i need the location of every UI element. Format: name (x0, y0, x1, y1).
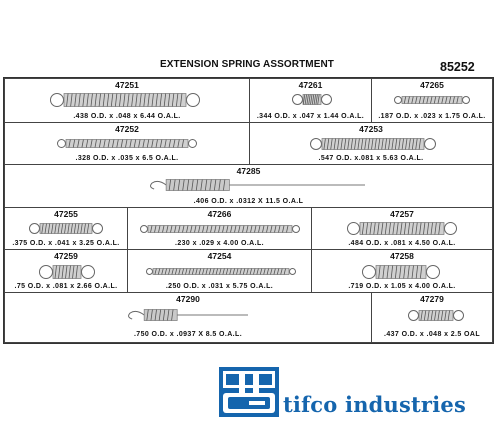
spring-spec: .230 x .029 x 4.00 O.A.L. (175, 240, 264, 247)
spring-cell: 47255 .375 O.D. x .041 x 3.25 O.A.L. (4, 207, 128, 250)
spring-spec: .344 O.D. x .047 x 1.44 O.A.L. (256, 113, 365, 120)
spring-cell: 47251 .438 O.D. x .048 x 6.44 O.A.L. (4, 78, 250, 123)
page-title: EXTENSION SPRING ASSORTMENT (160, 59, 335, 70)
spring-cell: 47252 .328 O.D. x .035 x 6.5 O.A.L. (4, 122, 250, 165)
spring-spec: .547 O.D. x.081 x 5.63 O.A.L. (318, 155, 424, 162)
spring-code: 47254 (207, 251, 232, 261)
spring-cell: 47290 .750 O.D. x .0937 X 8.5 O.A.L. (4, 292, 372, 343)
spring-code: 47266 (207, 209, 232, 219)
spring-cell: 47253 .547 O.D. x.081 x 5.63 O.A.L. (249, 122, 493, 165)
spring-code: 47258 (390, 251, 414, 261)
spring-image (150, 179, 365, 191)
spring-spec: .484 O.D. x .081 x 4.50 O.A.L. (348, 240, 456, 247)
spring-code: 47279 (420, 294, 444, 304)
spring-code: 47252 (115, 124, 139, 134)
spring-spec: .75 O.D. x .081 x 2.66 O.A.L. (14, 283, 118, 290)
spring-cell: 47265 .187 O.D. x .023 x 1.75 O.A.L. (371, 78, 493, 123)
spring-cell: 47259 .75 O.D. x .081 x 2.66 O.A.L. (4, 249, 128, 293)
spring-spec: .328 O.D. x .035 x 6.5 O.A.L. (75, 155, 179, 162)
spring-spec: .750 O.D. x .0937 X 8.5 O.A.L. (133, 331, 243, 338)
spring-image (362, 265, 440, 279)
spring-image (394, 96, 470, 104)
spring-cell: 47258 .719 O.D. x 1.05 x 4.00 O.A.L. (311, 249, 493, 293)
spring-spec: .719 O.D. x 1.05 x 4.00 O.A.L. (348, 283, 456, 290)
spring-image (146, 268, 296, 275)
spring-image (128, 309, 248, 321)
spring-cell: 47266 .230 x .029 x 4.00 O.A.L. (127, 207, 312, 250)
spring-image (140, 225, 300, 233)
spring-code: 47261 (298, 80, 323, 90)
spring-image (347, 222, 457, 235)
spring-image (310, 138, 436, 150)
spring-code: 47255 (54, 209, 78, 219)
spring-cell: 47257 .484 O.D. x .081 x 4.50 O.A.L. (311, 207, 493, 250)
spring-spec: .375 O.D. x .041 x 3.25 O.A.L. (12, 240, 120, 247)
spring-assortment-grid (3, 77, 494, 344)
spring-code: 47259 (54, 251, 78, 261)
spring-code: 47290 (176, 294, 200, 304)
spring-code: 47257 (390, 209, 414, 219)
company-name: tifco industries (283, 392, 466, 417)
spring-spec: .438 O.D. x .048 x 6.44 O.A.L. (73, 113, 181, 120)
spring-cell: 47279 .437 O.D. x .048 x 2.5 OAL (371, 292, 493, 343)
spring-image (57, 139, 197, 148)
spring-image (39, 265, 95, 279)
spring-spec: .250 O.D. x .031 x 5.75 O.A.L. (165, 283, 274, 290)
spring-code: 47285 (236, 166, 261, 176)
spring-spec: .437 O.D. x .048 x 2.5 OAL (384, 331, 480, 338)
spring-image (29, 223, 103, 234)
tifco-logo-mark (219, 367, 279, 417)
spring-image (408, 310, 464, 321)
spring-image (50, 93, 200, 107)
part-number: 85252 (440, 60, 475, 74)
spring-code: 47265 (420, 80, 444, 90)
spring-cell: 47285 .406 O.D. x .0312 X 11.5 O.A.L (4, 164, 493, 208)
spring-cell: 47254 .250 O.D. x .031 x 5.75 O.A.L. (127, 249, 312, 293)
spring-cell: 47261 .344 O.D. x .047 x 1.44 O.A.L. (249, 78, 372, 123)
spring-image (292, 94, 332, 105)
spring-spec: .187 O.D. x .023 x 1.75 O.A.L. (378, 113, 486, 120)
spring-code: 47251 (115, 80, 139, 90)
spring-code: 47253 (359, 124, 383, 134)
spring-spec: .406 O.D. x .0312 X 11.5 O.A.L (193, 198, 304, 205)
